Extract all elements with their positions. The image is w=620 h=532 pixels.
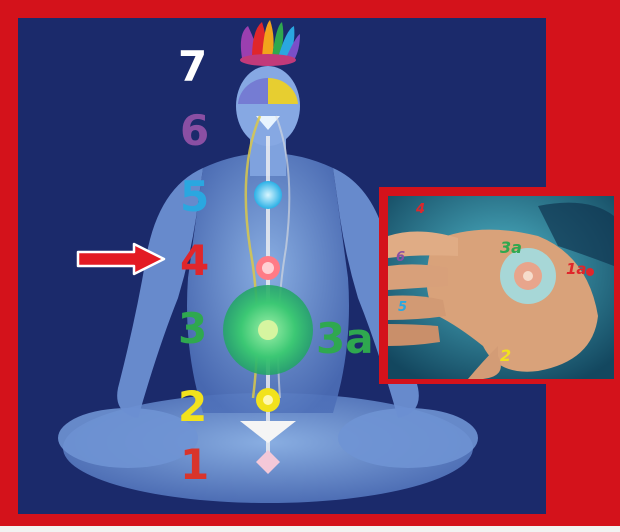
inset-label-3a: 3a xyxy=(500,238,522,257)
chakra-number-3: 3 xyxy=(178,308,207,350)
chakra-number-5: 5 xyxy=(180,176,209,218)
hand-photo-inset: 3a 1a 2 4 5 6 xyxy=(379,187,620,384)
throat-chakra xyxy=(254,181,282,209)
chakra-number-7: 7 xyxy=(178,46,207,88)
inset-label-4: 4 xyxy=(416,202,425,217)
chakra-number-1: 1 xyxy=(180,444,209,486)
right-arrow-icon xyxy=(76,242,166,276)
hand-photo: 3a 1a 2 4 5 6 xyxy=(388,196,614,379)
chakra-number-6: 6 xyxy=(180,110,209,152)
inset-label-2: 2 xyxy=(500,346,511,365)
crown-lotus xyxy=(240,20,300,66)
inset-label-5: 5 xyxy=(398,300,407,315)
chakra-number-2: 2 xyxy=(178,386,207,428)
bottom-margin xyxy=(0,526,620,532)
chakra-number-4: 4 xyxy=(180,240,209,282)
inset-label-6: 6 xyxy=(396,250,405,265)
inset-label-1a: 1a xyxy=(566,260,587,278)
chakra-number-3a: 3a xyxy=(316,318,374,360)
